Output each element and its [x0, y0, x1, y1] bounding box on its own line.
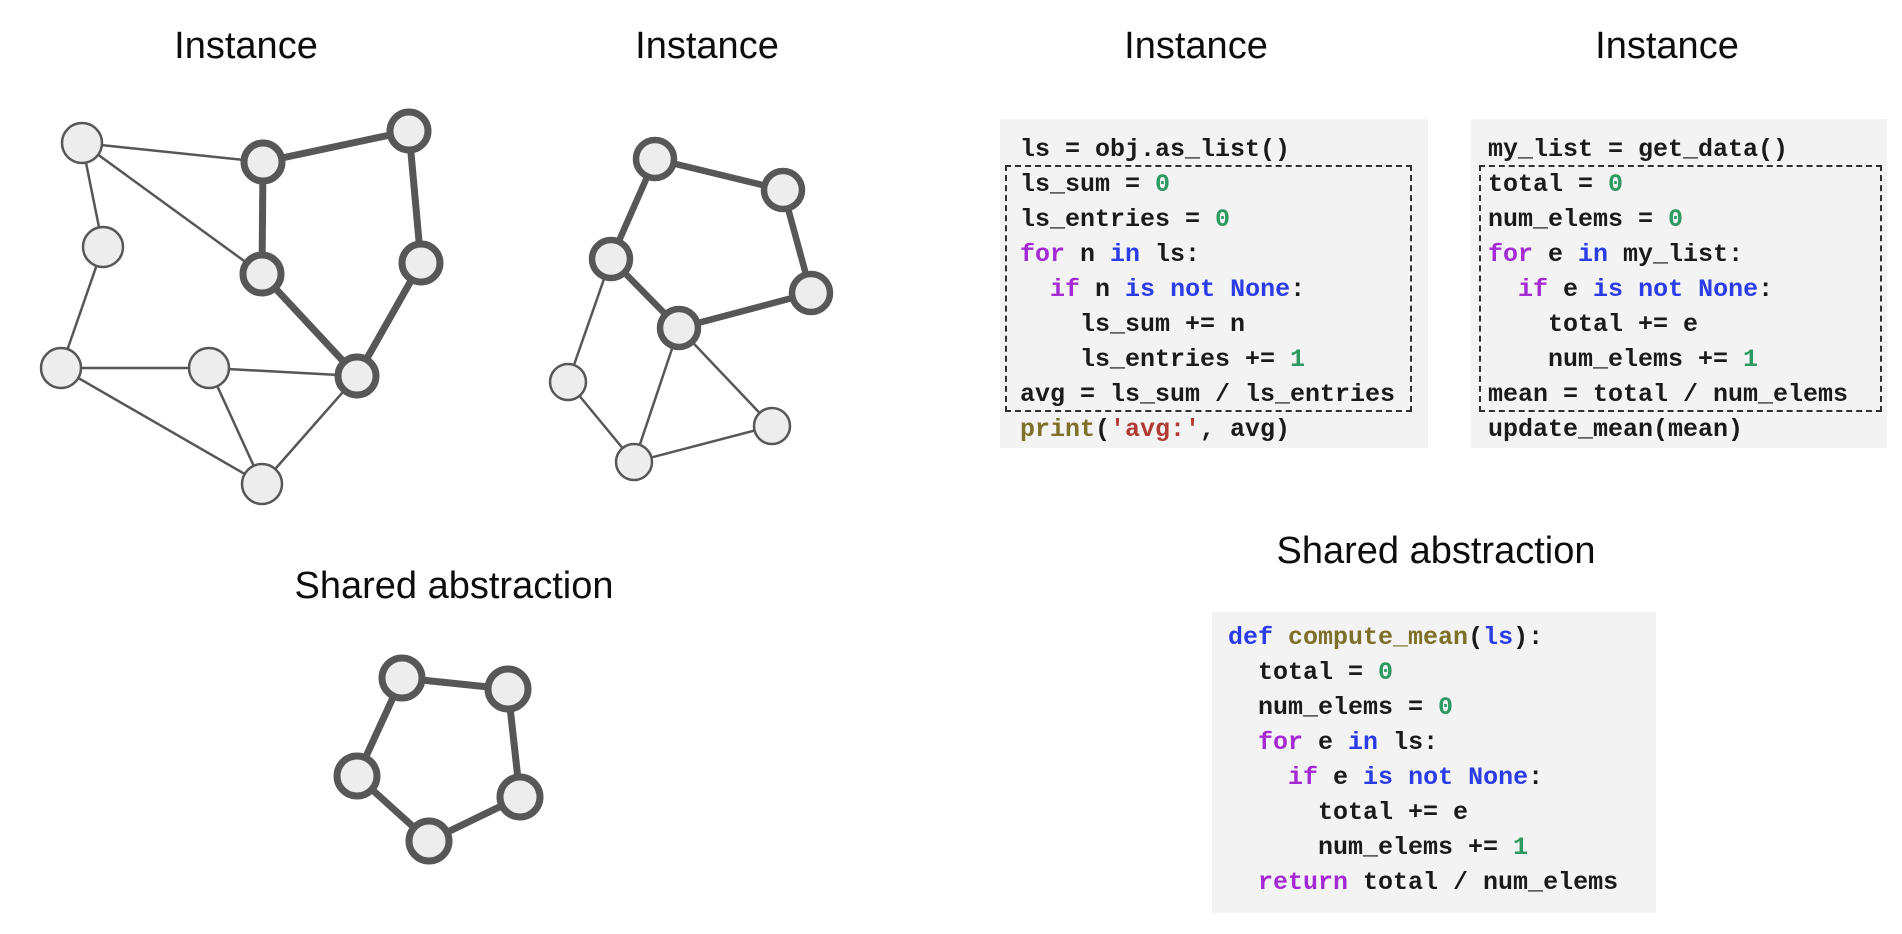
- instance-code-left: ls = obj.as_list() ls_sum = 0 ls_entries =…: [1000, 119, 1428, 448]
- shared-abstraction-title-right: Shared abstraction: [1276, 530, 1596, 572]
- code-line: mean = total / num_elems: [1488, 380, 1849, 409]
- graph-node: [240, 139, 286, 185]
- graph-node: [386, 108, 432, 154]
- graph-edge: [59, 246, 105, 369]
- code-line: num_elems = 0: [1488, 205, 1684, 234]
- graph-node: [405, 817, 453, 865]
- graph-edge: [678, 327, 773, 427]
- code-line: num_elems += 1: [1488, 345, 1759, 374]
- graph-node: [60, 121, 104, 165]
- graph-node: [81, 225, 125, 269]
- shared-abstraction-graph: [325, 645, 555, 875]
- code-line: ls_entries = 0: [1020, 205, 1231, 234]
- graph-node: [333, 752, 381, 800]
- graph-node: [760, 167, 806, 213]
- graph-node: [240, 462, 284, 506]
- code-line: total = 0: [1488, 170, 1624, 199]
- graph-edge: [81, 141, 264, 164]
- code-line: if n is not None:: [1050, 275, 1306, 304]
- code-line: if e is not None:: [1288, 763, 1544, 792]
- graph-edge: [261, 375, 358, 485]
- instance-graph-left: [20, 95, 460, 525]
- instance-title-3: Instance: [1124, 25, 1268, 67]
- graph-node: [588, 236, 634, 282]
- code-line: avg = ls_sum / ls_entries: [1020, 380, 1396, 409]
- code-line: update_mean(mean): [1488, 415, 1744, 444]
- shared-abstraction-code: def compute_mean(ls): total = 0 num_elem…: [1212, 612, 1656, 913]
- code-line: ls_entries += 1: [1020, 345, 1306, 374]
- instance-title-1: Instance: [174, 25, 318, 67]
- graph-edge: [262, 127, 410, 166]
- code-line: num_elems += 1: [1228, 833, 1529, 862]
- code-line: ls_sum = 0: [1020, 170, 1171, 199]
- graph-node: [187, 346, 231, 390]
- instance-title-2: Instance: [635, 25, 779, 67]
- graph-node: [496, 773, 544, 821]
- code-line: total += e: [1488, 310, 1699, 339]
- graph-edge: [81, 141, 263, 276]
- graph-node: [398, 240, 444, 286]
- code-line: for n in ls:: [1020, 240, 1201, 269]
- code-line: print('avg:', avg): [1020, 415, 1291, 444]
- graph-node: [632, 136, 678, 182]
- graph-edge: [208, 366, 358, 378]
- graph-node: [614, 442, 654, 482]
- code-line: total = 0: [1228, 658, 1394, 687]
- code-line: def compute_mean(ls):: [1228, 623, 1544, 652]
- graph-node: [484, 665, 532, 713]
- code-line: my_list = get_data(): [1488, 135, 1789, 164]
- graph-node: [548, 362, 588, 402]
- instance-graph-right: [540, 130, 840, 490]
- graph-node: [656, 305, 702, 351]
- instance-title-4: Instance: [1595, 25, 1739, 67]
- code-line: for e in ls:: [1258, 728, 1439, 757]
- shared-abstraction-title-left: Shared abstraction: [294, 565, 614, 607]
- graph-edge: [678, 289, 812, 332]
- instance-code-right: my_list = get_data()total = 0 num_elems =…: [1471, 119, 1887, 448]
- graph-edge: [207, 367, 264, 485]
- graph-edge: [60, 366, 263, 486]
- code-line: ls_sum += n: [1020, 310, 1246, 339]
- code-line: for e in my_list:: [1488, 240, 1744, 269]
- code-line: ls = obj.as_list(): [1020, 135, 1291, 164]
- code-line: return total / num_elems: [1258, 868, 1619, 897]
- graph-node: [334, 353, 380, 399]
- code-line: total += e: [1228, 798, 1469, 827]
- graph-node: [378, 654, 426, 702]
- graph-node: [788, 270, 834, 316]
- graph-node: [752, 406, 792, 446]
- graph-edge: [259, 271, 360, 379]
- graph-edge: [632, 327, 681, 463]
- code-line: if e is not None:: [1518, 275, 1774, 304]
- graph-edge: [633, 424, 773, 464]
- graph-node: [39, 346, 83, 390]
- graph-node: [239, 251, 285, 297]
- code-line: num_elems = 0: [1228, 693, 1454, 722]
